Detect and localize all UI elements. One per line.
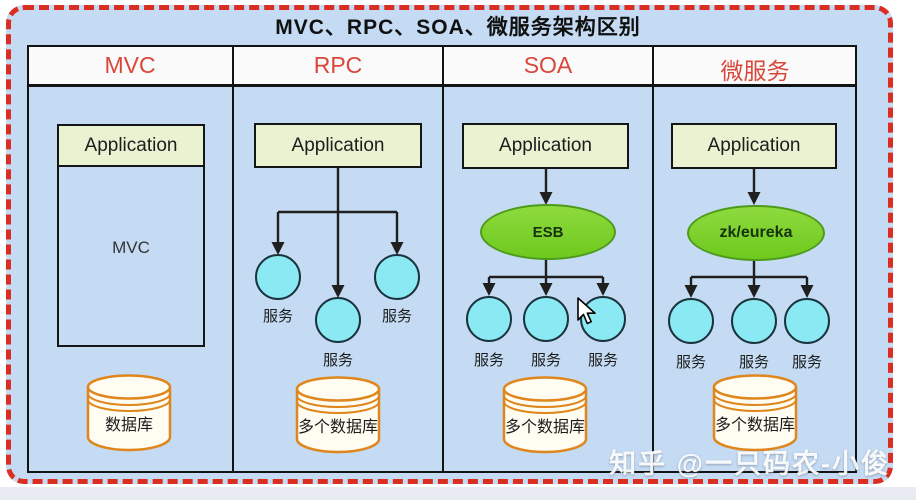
header-mvc: MVC (104, 52, 156, 78)
mouse-cursor-icon (577, 297, 596, 325)
micro-service-circle (668, 298, 714, 344)
soa-db-label: 多个数据库 (504, 419, 585, 436)
rpc-service-circle (255, 254, 301, 300)
micro-service-label: 服务 (791, 354, 822, 371)
rpc-service-circle (315, 297, 361, 343)
soa-service-circle (523, 296, 569, 342)
rpc-service-circle (374, 254, 420, 300)
micro-zk-eureka-ellipse: zk/eureka (687, 205, 825, 261)
mvc-application-box: Application (57, 124, 205, 167)
database-cylinder (295, 376, 381, 454)
micro-service-label: 服务 (738, 354, 769, 371)
rpc-application-box: Application (254, 123, 422, 168)
header-microservices: 微服务 (720, 58, 790, 84)
database-cylinder (502, 376, 588, 454)
column-divider (441, 45, 444, 473)
mvc-inner-box: MVC (57, 165, 205, 347)
column-divider (231, 45, 234, 473)
micro-service-label: 服务 (675, 354, 706, 371)
micro-db-label: 多个数据库 (714, 417, 795, 434)
micro-application-box: Application (671, 123, 837, 169)
column-divider (651, 45, 654, 473)
mvc-db-label: 数据库 (104, 417, 153, 434)
rpc-service-label: 服务 (262, 308, 293, 325)
header-soa: SOA (523, 52, 573, 78)
soa-application-box: Application (462, 123, 629, 169)
micro-service-circle (731, 298, 777, 344)
soa-service-label: 服务 (530, 352, 561, 369)
rpc-service-label: 服务 (322, 352, 353, 369)
zhihu-watermark: 知乎 @一只码农-小俊 (609, 449, 890, 479)
soa-service-label: 服务 (587, 352, 618, 369)
bottom-strip (0, 487, 916, 500)
soa-service-circle (466, 296, 512, 342)
soa-esb-ellipse: ESB (480, 204, 616, 260)
micro-service-circle (784, 298, 830, 344)
diagram-title: MVC、RPC、SOA、微服务架构区别 (275, 16, 641, 39)
rpc-db-label: 多个数据库 (297, 419, 378, 436)
header-rpc: RPC (313, 52, 363, 78)
rpc-service-label: 服务 (381, 308, 412, 325)
database-cylinder (712, 374, 798, 452)
soa-service-label: 服务 (473, 352, 504, 369)
database-cylinder (86, 374, 172, 452)
